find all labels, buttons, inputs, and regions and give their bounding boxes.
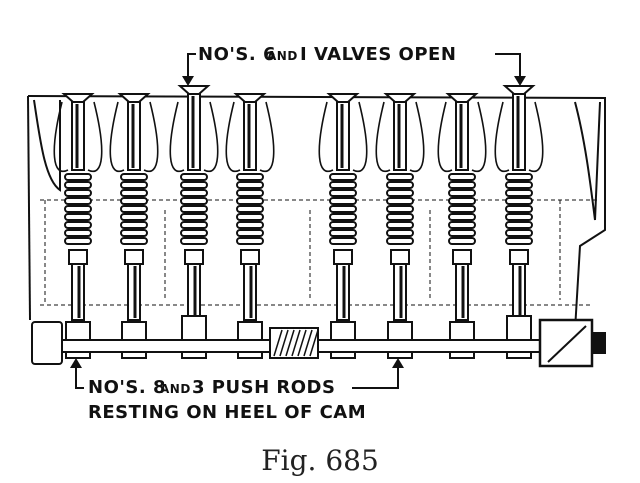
label-push-rods-1: NO'S. 8 bbox=[88, 377, 166, 398]
cam-rear-end bbox=[538, 318, 606, 368]
label-push-rods-2: 3 PUSH RODS bbox=[192, 377, 335, 398]
valve-assembly bbox=[502, 85, 536, 359]
valve-assembly bbox=[61, 93, 95, 359]
valve-assembly bbox=[233, 93, 267, 359]
figure-caption: Fig. 685 bbox=[261, 444, 379, 477]
label-valves-open-and: AND bbox=[267, 49, 298, 63]
arrowheads-valves-open bbox=[182, 76, 526, 86]
valve-assembly bbox=[383, 93, 417, 359]
valve-assembly bbox=[445, 93, 479, 359]
valve-assembly bbox=[326, 93, 360, 359]
cam-drive-gear bbox=[269, 327, 319, 359]
valve-diagram: NO'S. 6 AND I VALVES OPEN NO'S. 8 AND 3 … bbox=[27, 44, 606, 423]
label-push-rods-and: AND bbox=[160, 382, 191, 396]
cam-bearing-front bbox=[31, 321, 63, 365]
pointer-push-rods bbox=[75, 364, 399, 389]
camshaft bbox=[31, 318, 606, 368]
arrowheads-push-rods bbox=[70, 358, 404, 368]
valve-assembly bbox=[117, 93, 151, 359]
label-valves-open-2: I VALVES OPEN bbox=[300, 44, 456, 65]
engine-block-outline bbox=[27, 95, 606, 331]
pointer-valves-open bbox=[187, 53, 521, 78]
valve-assembly bbox=[177, 85, 211, 359]
label-valves-open-1: NO'S. 6 bbox=[198, 44, 276, 65]
label-heel-of-cam: RESTING ON HEEL OF CAM bbox=[88, 402, 366, 423]
